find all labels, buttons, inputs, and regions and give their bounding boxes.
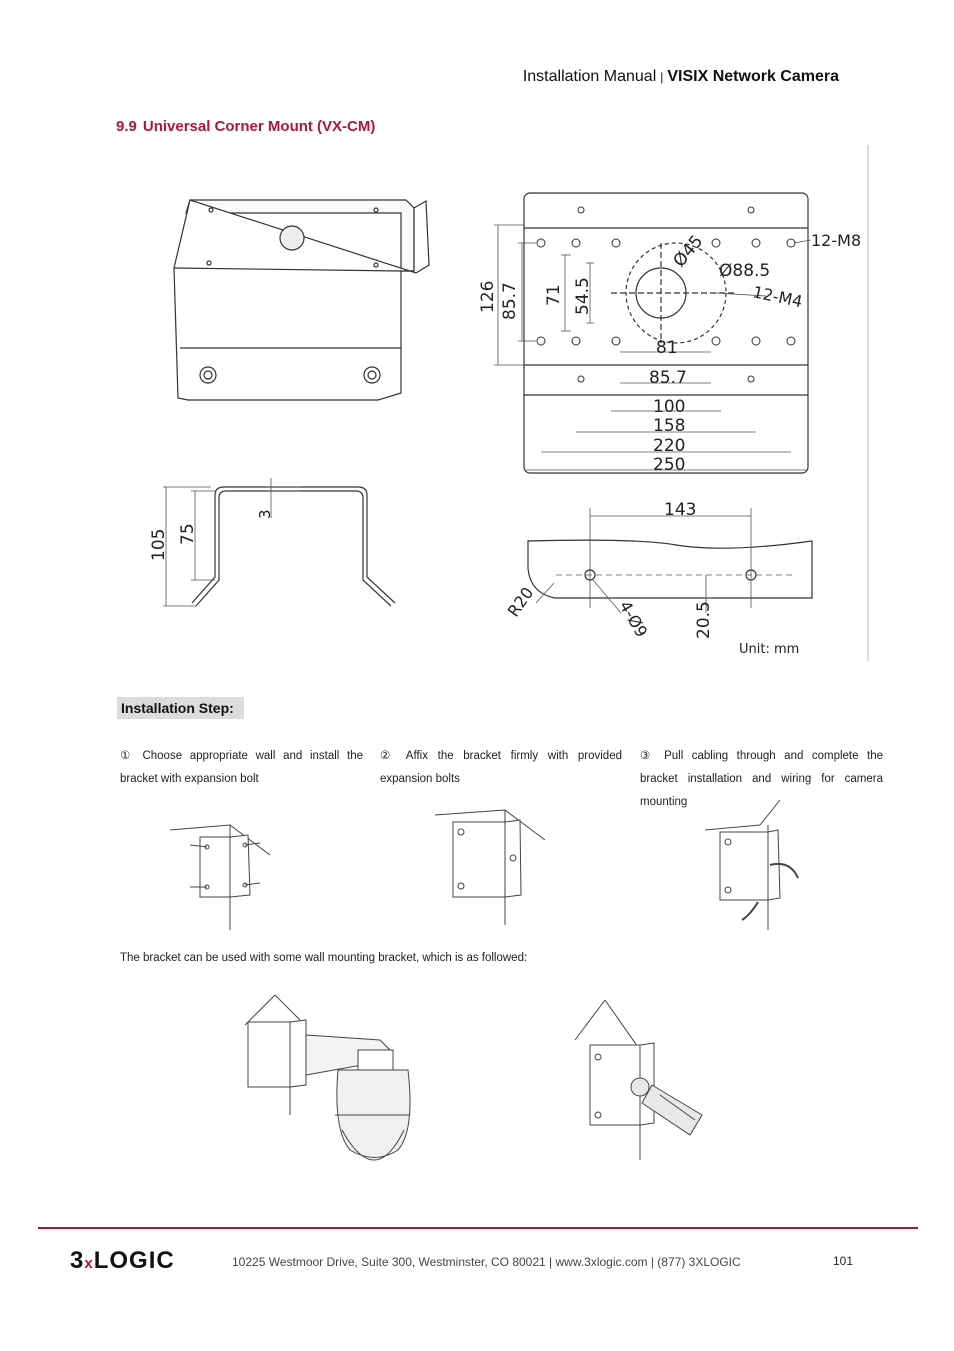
label-r20: R20 [504, 584, 538, 621]
dim-143: 143 [664, 500, 696, 520]
section-title-text: Universal Corner Mount (VX-CM) [142, 118, 376, 135]
dim-85-7-horizontal: 85.7 [649, 368, 687, 388]
dim-126: 126 [478, 281, 498, 313]
page-number: 101 [833, 1254, 854, 1268]
step-2-illustration [434, 809, 546, 925]
dim-54-5: 54.5 [573, 277, 593, 315]
dim-220: 220 [653, 436, 685, 456]
step-3-illustration [704, 799, 799, 930]
step-2-text: ② Affix the bracket firmly with provided… [380, 750, 622, 785]
label-4-dia-9: 4-Ø9 [616, 598, 652, 641]
front-plate-view [494, 192, 812, 474]
product-name: VISIX Network Camera [667, 68, 839, 85]
technical-drawing: 126 85.7 71 54.5 81 85.7 100 158 220 250… [149, 145, 869, 661]
step-1-illustration [169, 824, 271, 930]
label-12-m8: 12-M8 [811, 231, 861, 250]
3xlogic-logo: 3xLOGIC [70, 1247, 175, 1275]
dim-3: 3 [256, 509, 274, 519]
label-dia-88-5: Ø88.5 [719, 261, 770, 281]
dim-105: 105 [149, 529, 169, 561]
side-profile-view: 105 75 3 [149, 478, 396, 607]
dim-85-7-vertical: 85.7 [500, 282, 520, 320]
footer-rule [38, 1227, 918, 1229]
logo-logic: LOGIC [93, 1247, 175, 1274]
dim-20-5: 20.5 [694, 601, 714, 639]
manual-label: Installation Manual [522, 68, 657, 85]
wall-bracket-note: The bracket can be used with some wall m… [120, 952, 528, 964]
section-number: 9.9 [116, 118, 137, 135]
logo-3: 3 [70, 1247, 85, 1274]
dim-75: 75 [178, 523, 198, 545]
dim-158: 158 [653, 416, 685, 436]
page-header: Installation Manual|VISIX Network Camera [523, 68, 839, 86]
installation-step-heading: Installation Step: [117, 697, 244, 719]
header-separator: | [660, 70, 664, 84]
dim-250: 250 [653, 455, 685, 475]
bullet-camera-mount-illustration [574, 999, 703, 1160]
section-title: 9.9 Universal Corner Mount (VX-CM) [116, 118, 375, 135]
dim-100: 100 [653, 397, 685, 417]
dim-81: 81 [656, 338, 678, 358]
bottom-plate-view: 143 R20 4-Ø9 20.5 Unit: mm [504, 500, 813, 657]
footer-address: 10225 Westmoor Drive, Suite 300, Westmin… [232, 1255, 741, 1269]
step-1-text: ① Choose appropriate wall and install th… [120, 750, 363, 785]
unit-label: Unit: mm [739, 642, 799, 657]
bracket-3d-view [173, 199, 430, 401]
dim-71: 71 [544, 284, 564, 306]
dome-camera-mount-illustration [244, 994, 411, 1161]
logo-x: x [84, 1255, 94, 1272]
step-3-text: ③ Pull cabling through and complete the … [640, 750, 883, 808]
